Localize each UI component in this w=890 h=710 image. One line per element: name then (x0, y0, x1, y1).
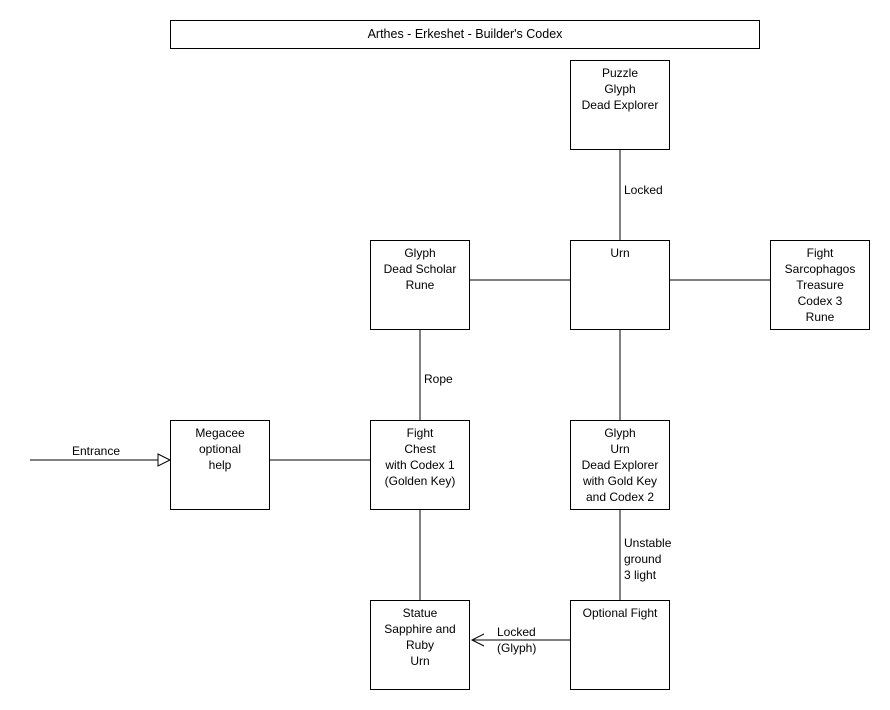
room-optional-fight: Optional Fight (570, 600, 670, 690)
label-line: Locked (497, 625, 536, 639)
statue-arrowhead (470, 633, 485, 647)
room-text: help (208, 458, 232, 472)
room-text: Glyph (604, 426, 636, 440)
room-text: Glyph (404, 246, 436, 260)
label-line: ground (624, 552, 662, 566)
room-text: optional (198, 442, 242, 456)
room-text: Fight (406, 426, 434, 440)
room-sarcophagos: Fight Sarcophagos Treasure Codex 3 Rune (770, 240, 870, 330)
diagram-title: Arthes - Erkeshet - Builder's Codex (170, 20, 760, 49)
room-text: Puzzle (601, 66, 639, 80)
room-explorer: Glyph Urn Dead Explorer with Gold Key an… (570, 420, 670, 510)
room-statue: Statue Sapphire and Ruby Urn (370, 600, 470, 690)
room-text: Urn (410, 654, 430, 668)
room-text: Dead Scholar (383, 262, 457, 276)
label-line: Unstable (624, 536, 672, 550)
label-line: (Glyph) (497, 641, 537, 655)
room-text: Glyph (604, 82, 636, 96)
room-text: with Codex 1 (385, 458, 455, 472)
room-text: Treasure (796, 278, 844, 292)
room-text: Sapphire and (384, 622, 456, 636)
label-rope: Rope (424, 372, 453, 386)
room-chest: Fight Chest with Codex 1 (Golden Key) (370, 420, 470, 510)
label-entrance: Entrance (72, 444, 121, 458)
room-scholar: Glyph Dead Scholar Rune (370, 240, 470, 330)
room-urn: Urn (570, 240, 670, 330)
room-puzzle: Puzzle Glyph Dead Explorer (570, 60, 670, 150)
room-text: Chest (404, 442, 436, 456)
room-text: and Codex 2 (585, 490, 655, 504)
room-text: Optional Fight (582, 606, 658, 620)
room-text: Rune (805, 310, 835, 324)
entrance-arrowhead (157, 453, 172, 467)
room-text: Sarcophagos (784, 262, 856, 276)
room-text: Ruby (405, 638, 434, 652)
room-text: Urn (610, 442, 630, 456)
room-text: Statue (402, 606, 438, 620)
label-unstable-ground: Unstable ground 3 light (624, 535, 671, 583)
room-text: (Golden Key) (384, 474, 456, 488)
room-megacee: Megacee optional help (170, 420, 270, 510)
room-text: Rune (405, 278, 435, 292)
room-text: Megacee (195, 426, 245, 440)
room-text: Urn (610, 246, 630, 260)
room-text: Dead Explorer (581, 98, 659, 112)
label-line: 3 light (624, 568, 657, 582)
label-locked-glyph: Locked (Glyph) (497, 624, 536, 656)
label-locked: Locked (624, 183, 663, 197)
room-text: Dead Explorer (581, 458, 659, 472)
room-text: Fight (806, 246, 834, 260)
room-text: Codex 3 (797, 294, 843, 308)
room-text: with Gold Key (582, 474, 658, 488)
